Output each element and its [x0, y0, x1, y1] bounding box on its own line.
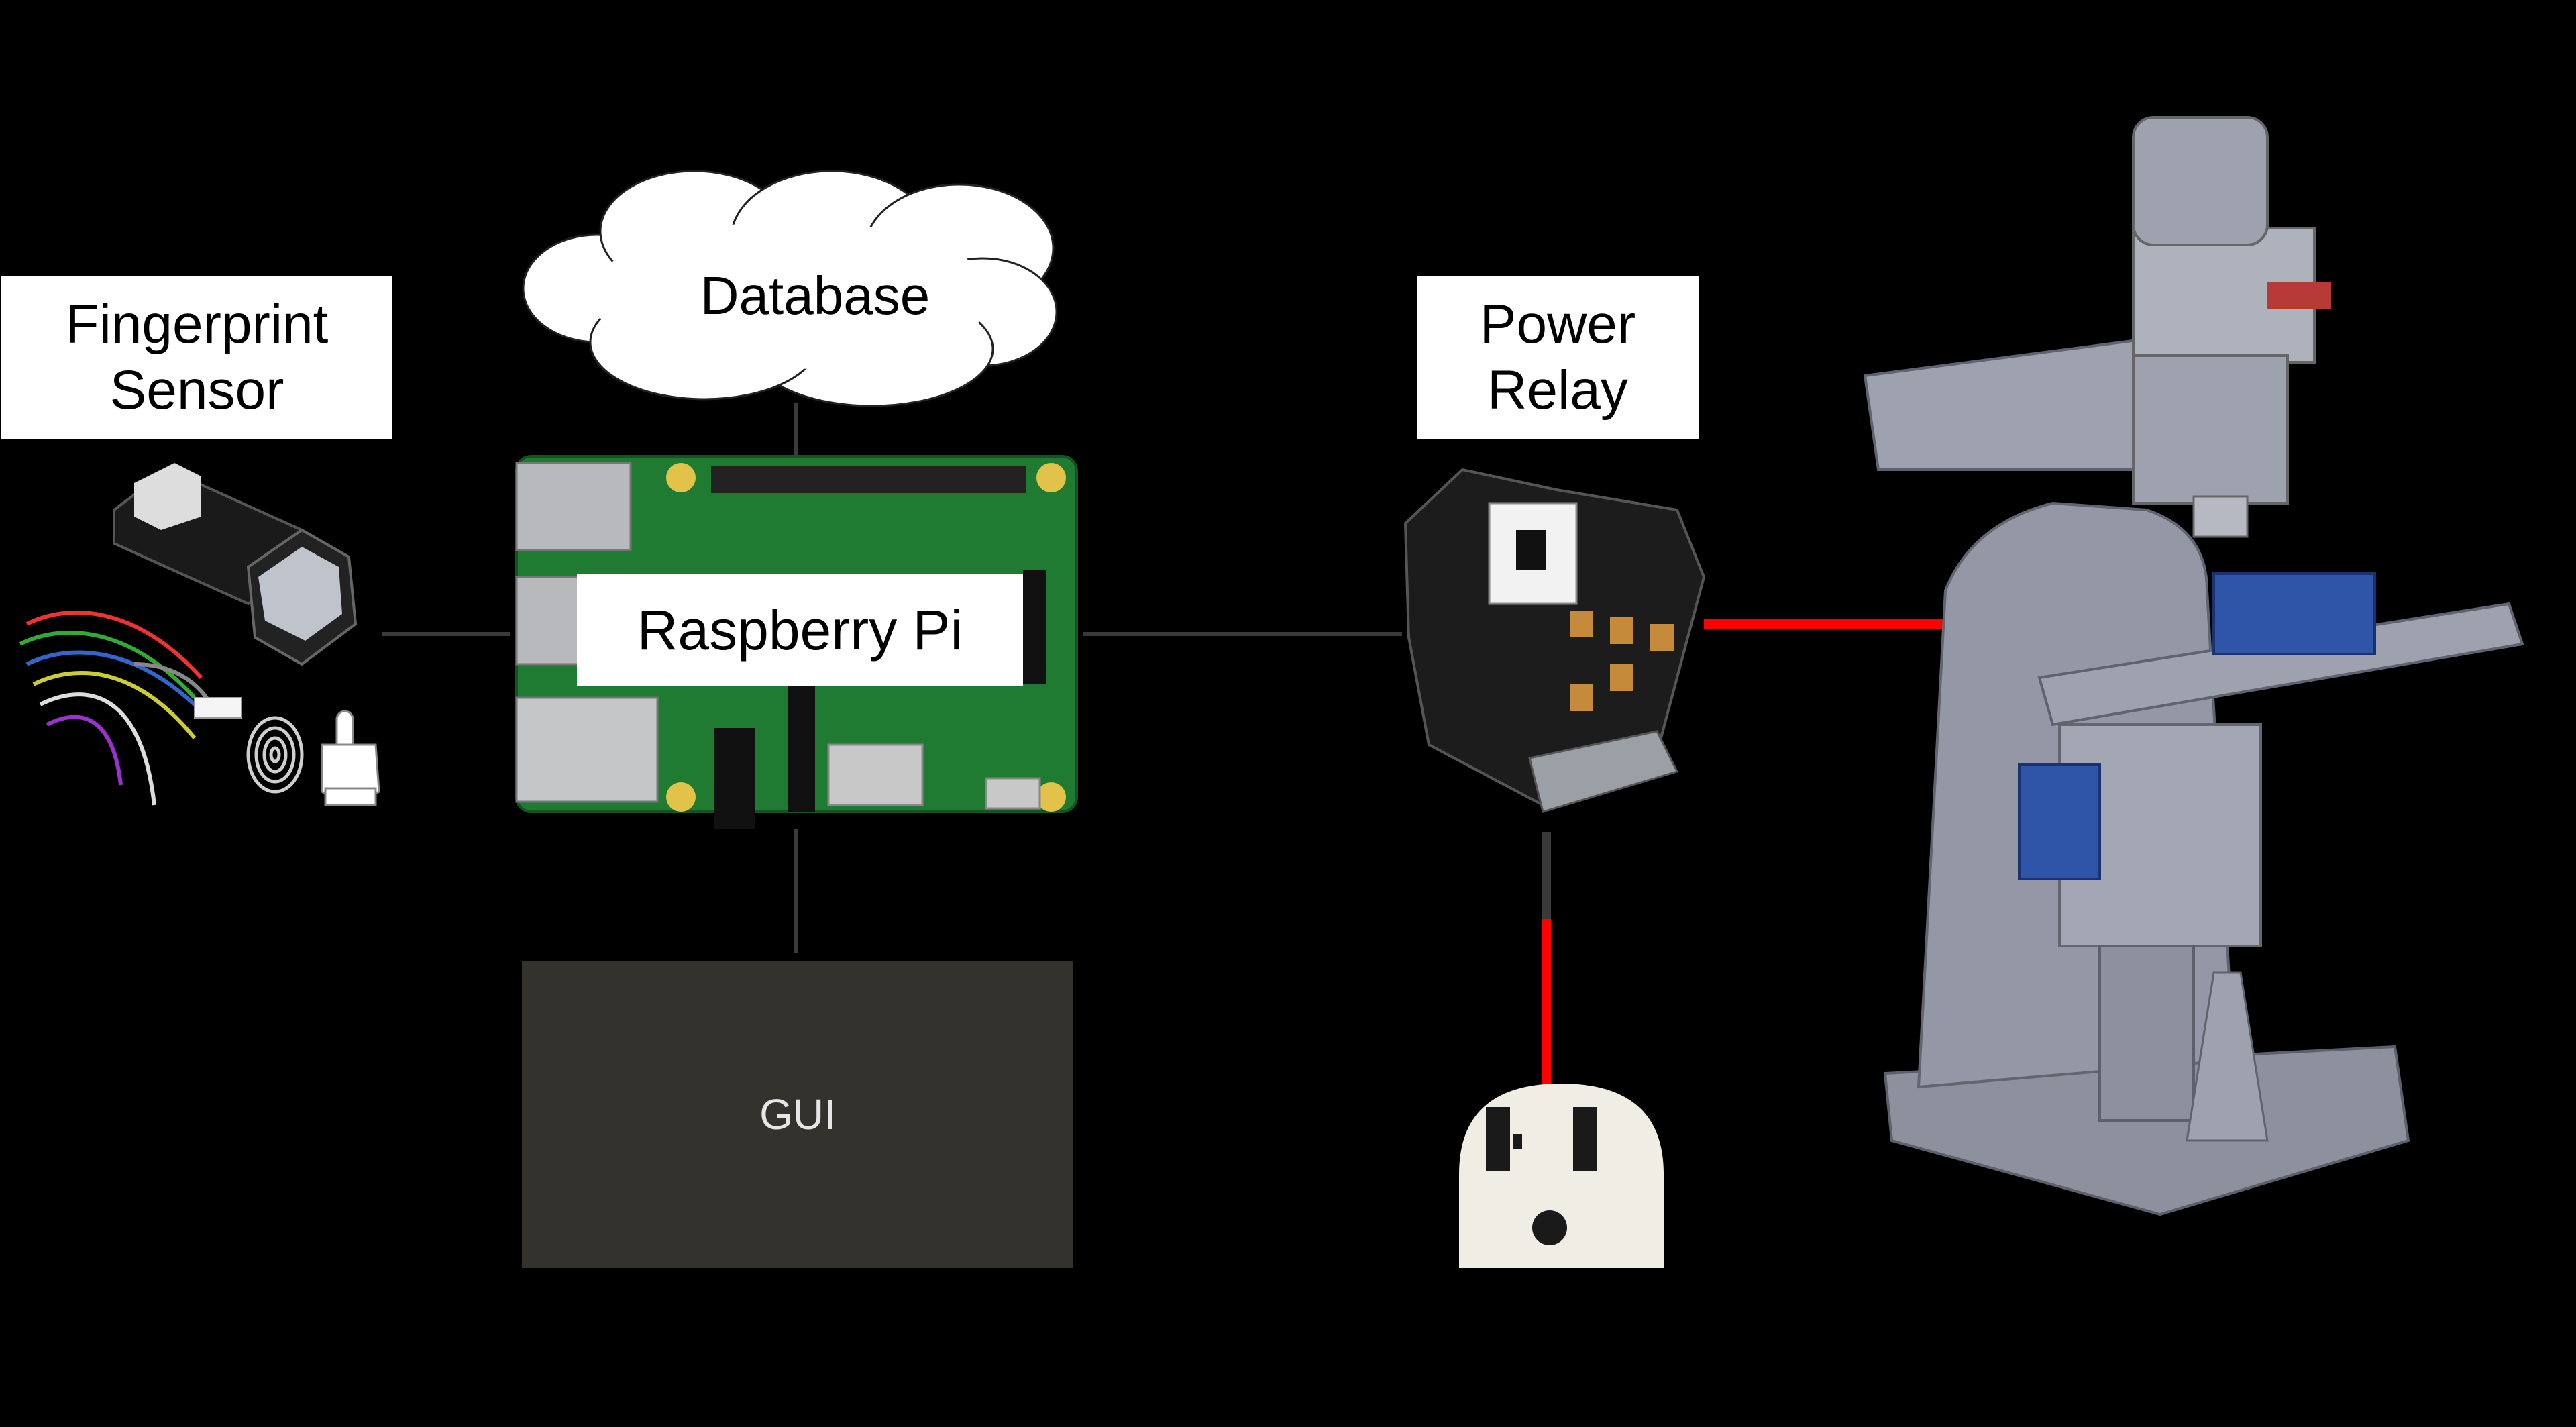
power-relay-label: Power Relay — [1417, 276, 1699, 439]
fingerprint-sensor-label: Fingerprint Sensor — [1, 276, 392, 439]
data-connectors — [382, 403, 1402, 953]
gui-panel: GUI — [522, 961, 1073, 1268]
raspberry-pi-label: Raspberry Pi — [577, 574, 1023, 686]
pointing-hand-icon — [321, 710, 380, 806]
fingerprint-sensor-label-line1: Fingerprint — [65, 294, 329, 355]
gui-label: GUI — [759, 1090, 836, 1139]
contactor-relay-icon — [1403, 468, 1706, 813]
power-relay-label-line1: Power — [1479, 294, 1636, 355]
fingerprint-sensor-label-line2: Sensor — [109, 360, 284, 421]
fingerprint-sensor-module-icon — [19, 463, 358, 806]
power-lines — [1542, 619, 1949, 1087]
fingerprint-icon — [246, 716, 304, 794]
cloud-icon — [522, 170, 1058, 407]
database-label: Database — [700, 266, 930, 325]
power-outlet-icon — [1459, 1084, 1664, 1268]
power-relay-label-line2: Relay — [1487, 360, 1628, 421]
milling-machine-icon — [1863, 116, 2524, 1216]
